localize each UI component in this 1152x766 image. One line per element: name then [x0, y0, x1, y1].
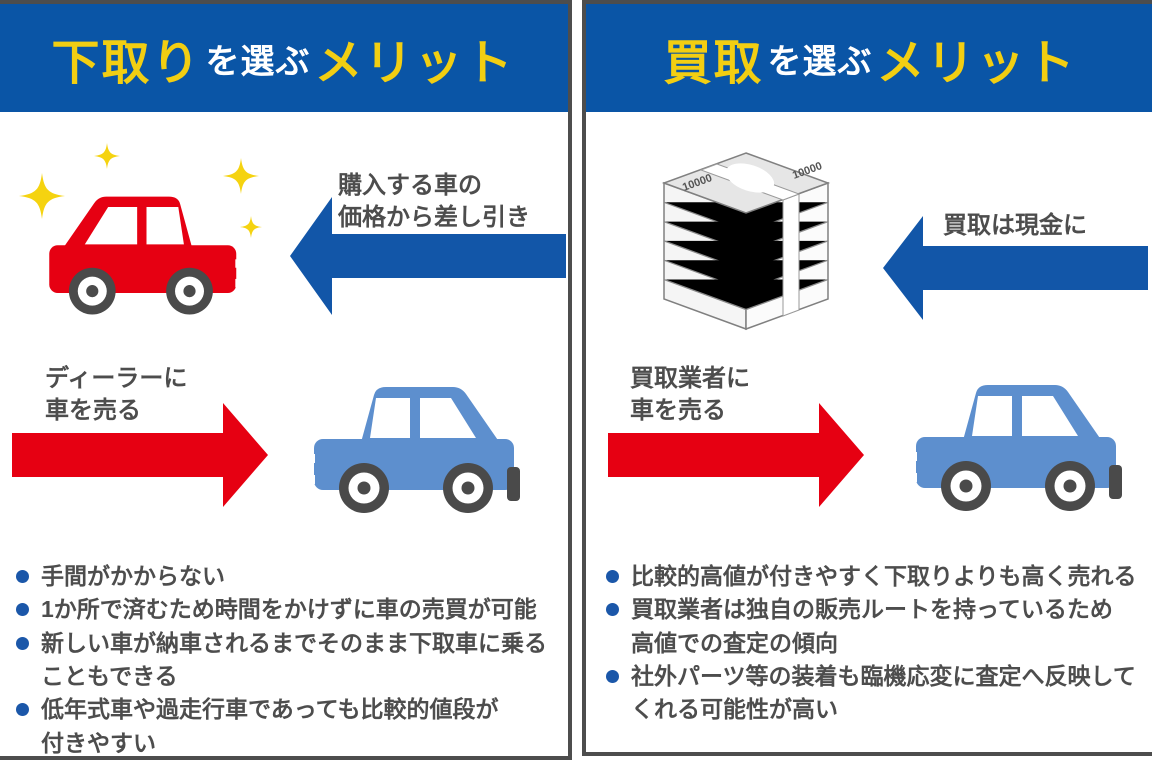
cash-payment-label: 買取は現金に — [943, 212, 1087, 239]
header-keyword: 下取り — [51, 37, 202, 90]
buyback-header: 買取 を選ぶ メリット — [586, 4, 1152, 112]
right-red-arrow-icon — [608, 403, 864, 507]
buyback-merit-list: 比較的高値が付きやすく下取りよりも高く売れる 買取業者は独自の販売ルートを持って… — [606, 560, 1152, 727]
header-keyword-merit: メリット — [876, 37, 1077, 90]
list-item: 手間がかからない — [16, 560, 561, 593]
list-item: 新しい車が納車されるまでそのまま下取車に乗る こともできる — [16, 627, 561, 694]
sell-to-dealer-label: ディーラーに 車を売る — [45, 365, 188, 425]
header-keyword-merit: メリット — [314, 37, 515, 90]
trade-in-header: 下取り を選ぶ メリット — [0, 4, 568, 112]
sell-to-buyer-label: 買取業者に 車を売る — [630, 365, 750, 425]
blue-car-icon — [912, 385, 1122, 511]
left-red-arrow-icon — [12, 403, 268, 507]
list-item: 社外パーツ等の装着も臨機応変に査定へ反映して くれる可能性が高い — [606, 660, 1152, 727]
right-blue-arrow-icon — [883, 216, 1148, 320]
list-item: 買取業者は独自の販売ルートを持っているため 高値での査定の傾向 — [606, 593, 1152, 660]
header-connector: を選ぶ — [767, 42, 873, 81]
money-stack-icon: 10000 10000 — [661, 152, 831, 331]
list-item: 低年式車や過走行車であっても比較的値段が 付きやすい — [16, 693, 561, 760]
red-car-with-sparkles-icon — [19, 143, 262, 315]
list-item: 比較的高値が付きやすく下取りよりも高く売れる — [606, 560, 1152, 593]
trade-in-merit-list: 手間がかからない 1か所で済むため時間をかけずに車の売買が可能 新しい車が納車さ… — [16, 560, 561, 760]
header-connector: を選ぶ — [205, 42, 311, 81]
list-item: 1か所で済むため時間をかけずに車の売買が可能 — [16, 593, 561, 626]
left-blue-arrow-icon — [290, 197, 566, 315]
trade-in-deduction-label: 購入する車の 価格から差し引き — [338, 172, 530, 232]
panel-buyback: 買取 を選ぶ メリット 10000 10000 — [582, 0, 1152, 756]
blue-car-icon — [310, 387, 520, 513]
panel-trade-in: 下取り を選ぶ メリット 購入する車の 価格から差し引き ディーラーに 車を売る — [0, 0, 572, 760]
header-keyword: 買取 — [663, 37, 764, 90]
